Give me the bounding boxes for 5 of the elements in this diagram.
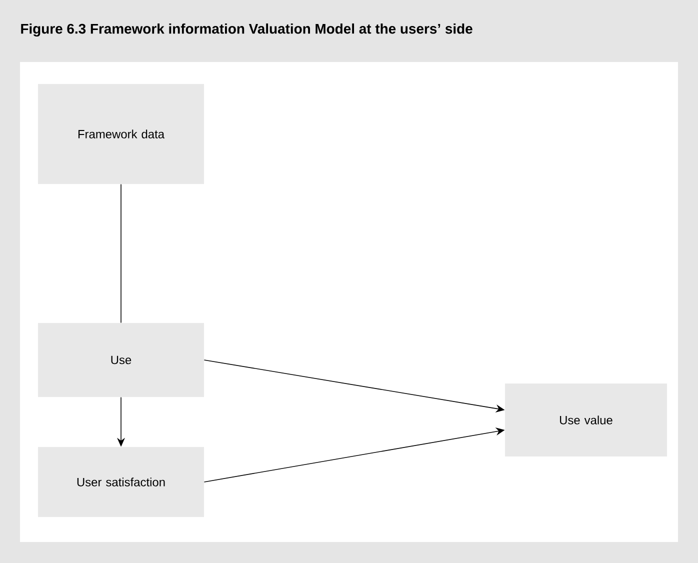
process-box: Framework data xyxy=(38,84,204,184)
figure-title: Figure 6.3 Framework information Valuation Model at the users’ side xyxy=(21,23,472,37)
process-box: Use value xyxy=(505,384,667,456)
process-box: Use xyxy=(38,323,204,397)
process-box: User satisfaction xyxy=(38,447,204,517)
